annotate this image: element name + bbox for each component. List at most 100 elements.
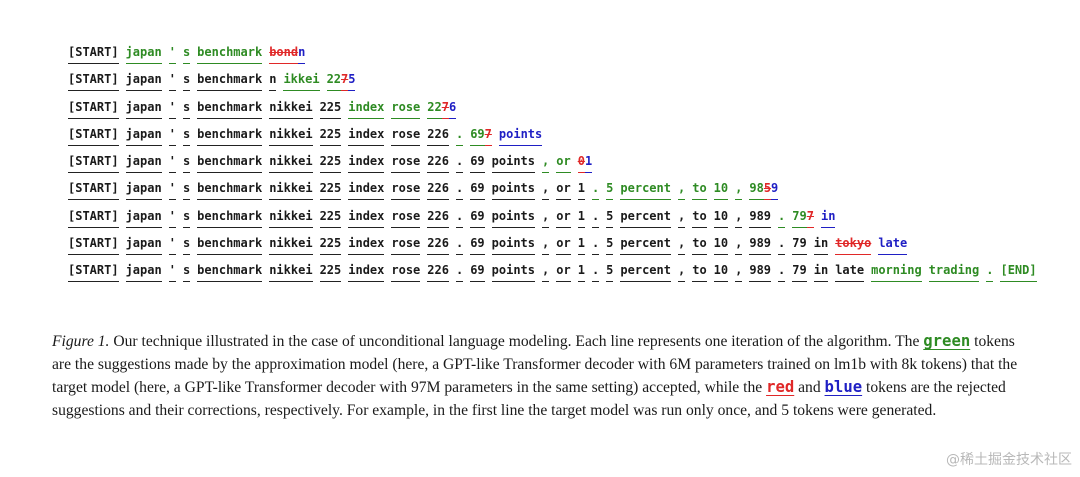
token: nikkei — [269, 209, 313, 228]
token: s — [182, 209, 191, 228]
token: or — [556, 209, 571, 228]
token: . — [455, 209, 464, 228]
token: ' — [168, 181, 176, 201]
token: 69 — [470, 236, 485, 256]
token: . — [455, 263, 464, 283]
token: [START] — [68, 127, 119, 146]
token: japan — [125, 263, 162, 283]
figure-label: Figure 1. — [52, 333, 110, 350]
token: nikkei — [269, 127, 313, 146]
token: rose — [391, 263, 421, 283]
token: points — [491, 209, 536, 228]
token: to — [692, 236, 707, 256]
caption-text-3: with 8k tokens) that the target model (h… — [52, 355, 1018, 397]
token: 225 — [319, 263, 342, 283]
token: points — [491, 236, 536, 256]
token: 5 — [606, 209, 614, 228]
token: or — [556, 236, 571, 256]
token: 69 — [470, 181, 485, 201]
accepted-token: japan — [125, 45, 162, 64]
token: , — [542, 263, 550, 283]
correction-token: 1 — [584, 154, 593, 174]
token: japan — [125, 72, 162, 92]
token: s — [182, 154, 191, 174]
accepted-token: 10 — [713, 181, 729, 201]
caption-green-word: green — [923, 332, 971, 350]
token: 226 — [427, 127, 449, 146]
token: 225 — [319, 209, 342, 228]
accepted-token: to — [692, 181, 707, 201]
rejected-token: 0 — [577, 154, 585, 174]
token: [START] — [68, 236, 119, 256]
token: 1 — [577, 209, 585, 228]
token: benchmark — [197, 263, 263, 283]
token: s — [182, 72, 191, 92]
token: . — [455, 181, 464, 201]
token: ' — [168, 154, 176, 174]
token: 5 — [606, 263, 614, 283]
token: 225 — [319, 181, 342, 201]
token: benchmark — [197, 181, 263, 201]
token: index — [348, 154, 385, 174]
accepted-token: trading — [928, 263, 980, 283]
token: to — [692, 209, 707, 228]
token: 69 — [470, 263, 485, 283]
token: 10 — [713, 209, 729, 228]
token: or — [556, 181, 571, 201]
token: , — [735, 209, 743, 228]
token: . — [455, 154, 464, 174]
token: japan — [125, 181, 162, 201]
token: [START] — [68, 100, 119, 119]
correction-token: in — [820, 209, 836, 228]
caption-red-word: red — [766, 378, 795, 396]
accepted-token: benchmark — [197, 45, 263, 64]
correction-token: 5 — [348, 72, 356, 92]
token: rose — [391, 209, 421, 228]
token: 79 — [792, 263, 807, 283]
accepted-token: 22 — [326, 72, 342, 92]
token: japan — [125, 154, 162, 174]
rejected-token: 7 — [484, 127, 492, 146]
token: japan — [125, 127, 162, 146]
token: 226 — [427, 154, 449, 174]
token: 5 — [606, 236, 614, 256]
correction-token: late — [878, 236, 908, 256]
token: in — [813, 236, 829, 256]
rejected-token: 7 — [806, 209, 814, 228]
token: benchmark — [197, 72, 263, 92]
token: 79 — [792, 236, 807, 256]
token: nikkei — [269, 154, 313, 174]
token: in — [813, 263, 829, 283]
token: 989 — [749, 236, 772, 256]
token: points — [491, 154, 536, 174]
accepted-token: or — [556, 154, 571, 174]
token: rose — [391, 127, 421, 146]
token: . — [455, 236, 464, 256]
token: , — [677, 263, 686, 283]
token: index — [348, 209, 385, 228]
token: , — [735, 263, 743, 283]
token: benchmark — [197, 100, 263, 119]
token: n — [269, 72, 277, 92]
token: 69 — [470, 154, 485, 174]
correction-token: points — [498, 127, 543, 146]
token: 989 — [749, 209, 772, 228]
token: points — [491, 181, 536, 201]
token: , — [542, 181, 550, 201]
caption-blue-word: blue — [824, 378, 863, 396]
caption-text-2: tokens are the suggestions made by the a… — [52, 333, 1015, 373]
accepted-token: ' — [168, 45, 176, 64]
token: [START] — [68, 45, 119, 64]
token: ' — [168, 236, 176, 256]
rejected-token: 7 — [441, 100, 449, 119]
token: ' — [168, 72, 176, 92]
token: benchmark — [197, 236, 263, 256]
token: points — [491, 263, 536, 283]
